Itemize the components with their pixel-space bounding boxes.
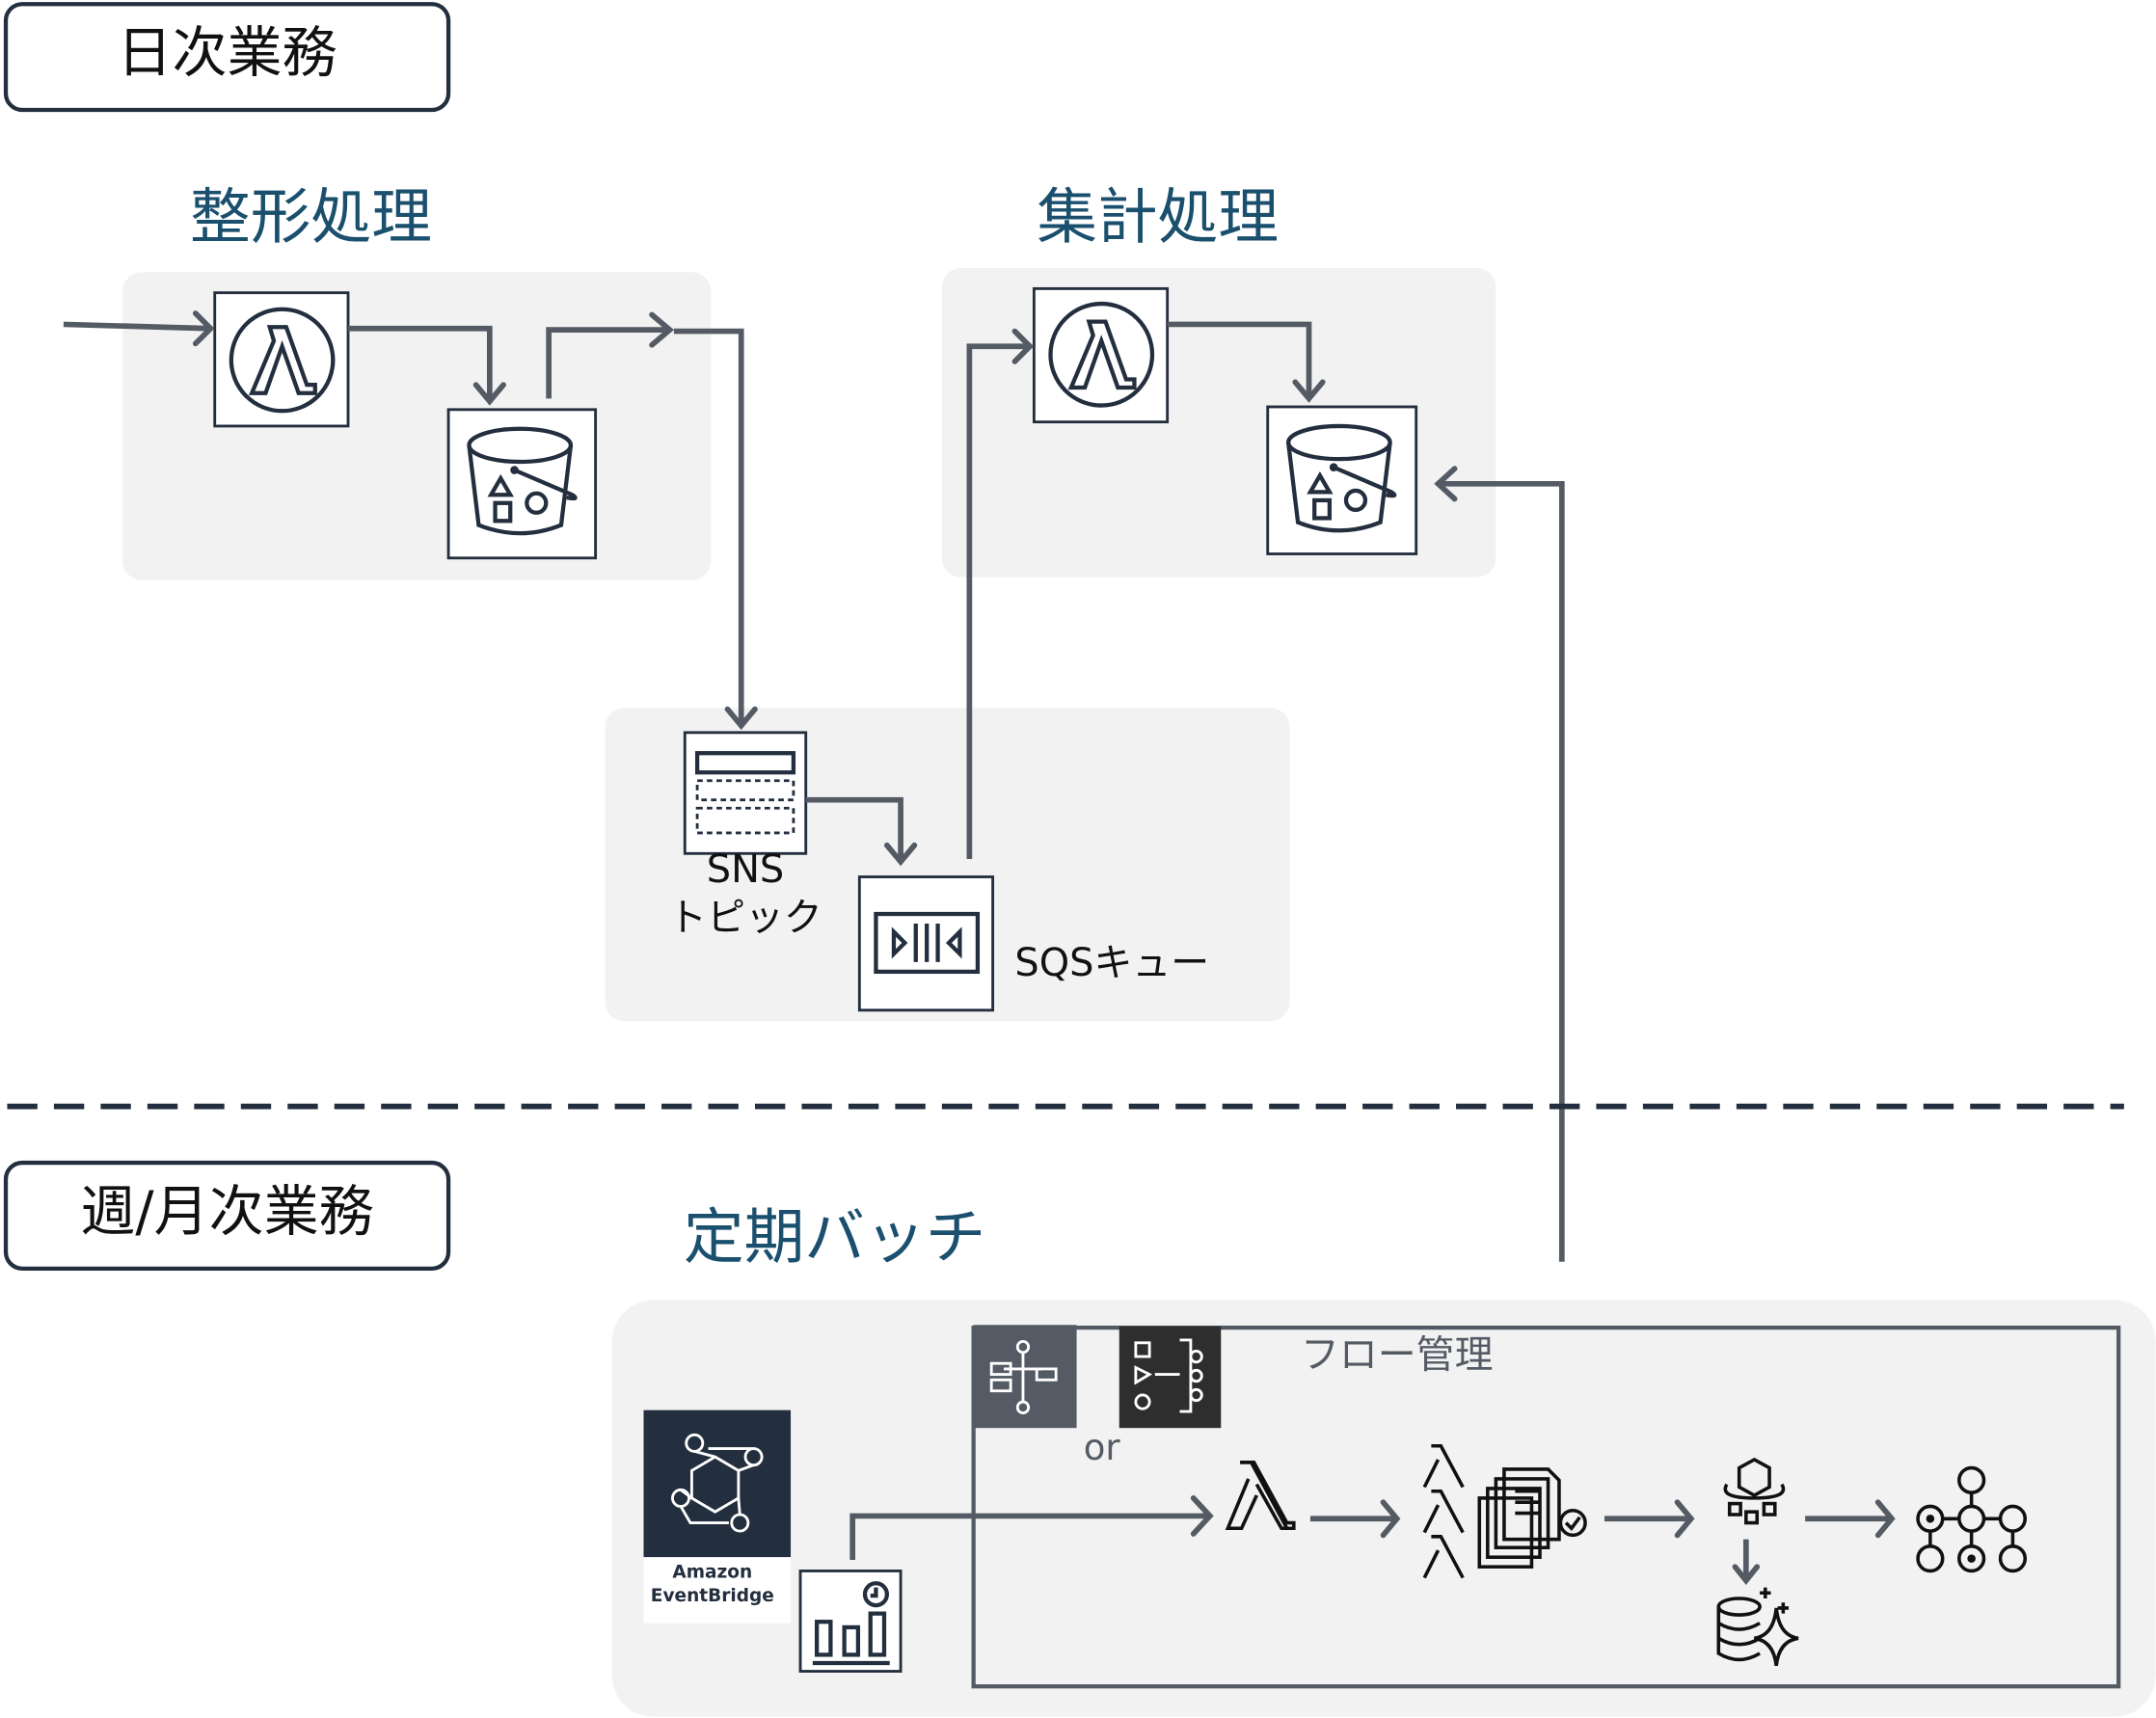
formatting-title: 整形処理: [190, 182, 432, 253]
sns-topic-label: トピック: [668, 896, 822, 940]
sqs-queue-label: SQSキュー: [1014, 941, 1209, 985]
eventbridge-label-2: EventBridge: [651, 1586, 774, 1606]
aggregation-s3-bucket-icon[interactable]: [1266, 405, 1418, 555]
sns-label: SNS: [707, 847, 785, 892]
database-sparkle-icon[interactable]: [1716, 1587, 1799, 1667]
daily-section-text: 日次業務: [118, 21, 337, 85]
periodic-section-label: 週/月次業務: [3, 1160, 451, 1271]
daily-flow-arrows: [63, 310, 1565, 1262]
documents-icon[interactable]: [1477, 1467, 1587, 1569]
periodic-title: 定期バッチ: [684, 1201, 986, 1272]
aggregation-lambda-icon[interactable]: [1032, 286, 1170, 424]
aggregation-title: 集計処理: [1037, 182, 1279, 253]
formatting-panel: [122, 272, 712, 580]
batch-flow-arrows: [849, 1495, 1896, 1586]
workflow-icon[interactable]: [1118, 1326, 1222, 1429]
eventbridge-icon[interactable]: [643, 1409, 792, 1624]
periodic-section-text: 週/月次業務: [80, 1180, 373, 1244]
daily-section-label: 日次業務: [3, 2, 451, 113]
lambda-function-icon[interactable]: [1225, 1461, 1296, 1531]
batch-lambda-icon[interactable]: [1422, 1443, 1465, 1579]
sqs-queue-icon[interactable]: [857, 875, 995, 1012]
graph-icon[interactable]: [1916, 1465, 2028, 1573]
eventbridge-label-1: Amazon: [672, 1563, 752, 1583]
flow-management-label: フロー管理: [1301, 1332, 1494, 1377]
glue-icon[interactable]: [1723, 1457, 1786, 1525]
scheduler-icon[interactable]: [798, 1570, 903, 1673]
formatting-lambda-icon[interactable]: [213, 291, 350, 428]
flow-management-frame: [971, 1325, 2121, 1689]
formatting-s3-bucket-icon[interactable]: [446, 408, 598, 560]
sns-topic-icon[interactable]: [683, 731, 808, 855]
step-functions-icon[interactable]: [973, 1325, 1077, 1429]
or-label: or: [1084, 1427, 1121, 1468]
